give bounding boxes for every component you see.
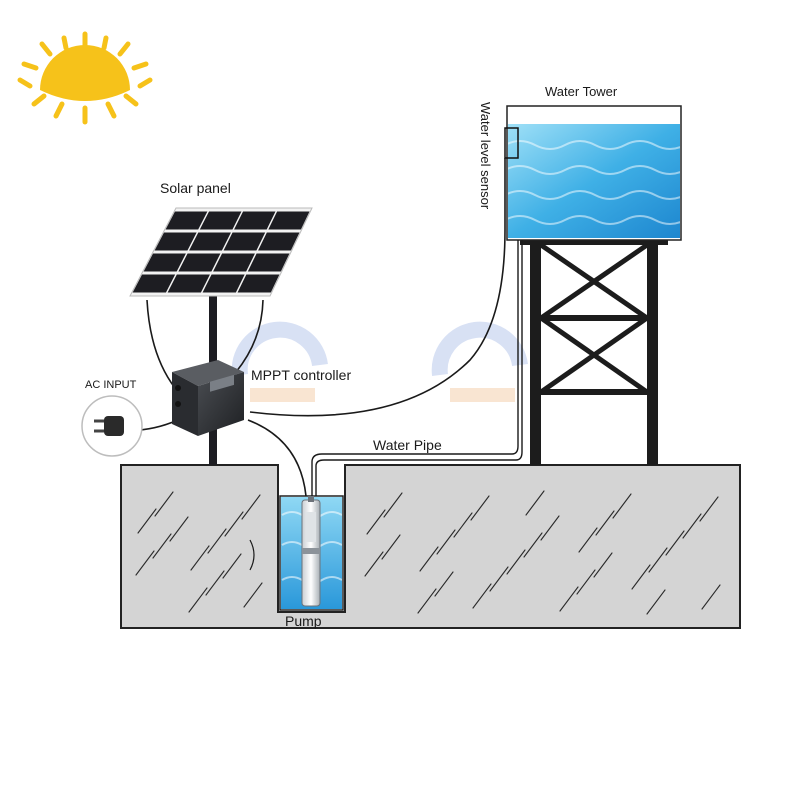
pump-icon bbox=[301, 496, 321, 607]
pump-label: Pump bbox=[285, 613, 322, 629]
ground bbox=[120, 464, 741, 629]
water-tower-label: Water Tower bbox=[545, 84, 618, 99]
ac-input-label: AC INPUT bbox=[85, 379, 137, 391]
water-tower-icon bbox=[504, 105, 682, 465]
water-pipe-label: Water Pipe bbox=[373, 437, 442, 453]
solar-panel-label: Solar panel bbox=[160, 180, 231, 196]
sun-icon bbox=[17, 31, 153, 125]
cables bbox=[123, 158, 523, 571]
water-level-sensor-label: Water level sensor bbox=[478, 102, 493, 210]
mppt-controller-icon bbox=[172, 360, 244, 436]
solar-panel-icon bbox=[129, 207, 313, 465]
ac-plug-icon bbox=[81, 395, 143, 457]
mppt-controller-label: MPPT controller bbox=[251, 367, 351, 383]
